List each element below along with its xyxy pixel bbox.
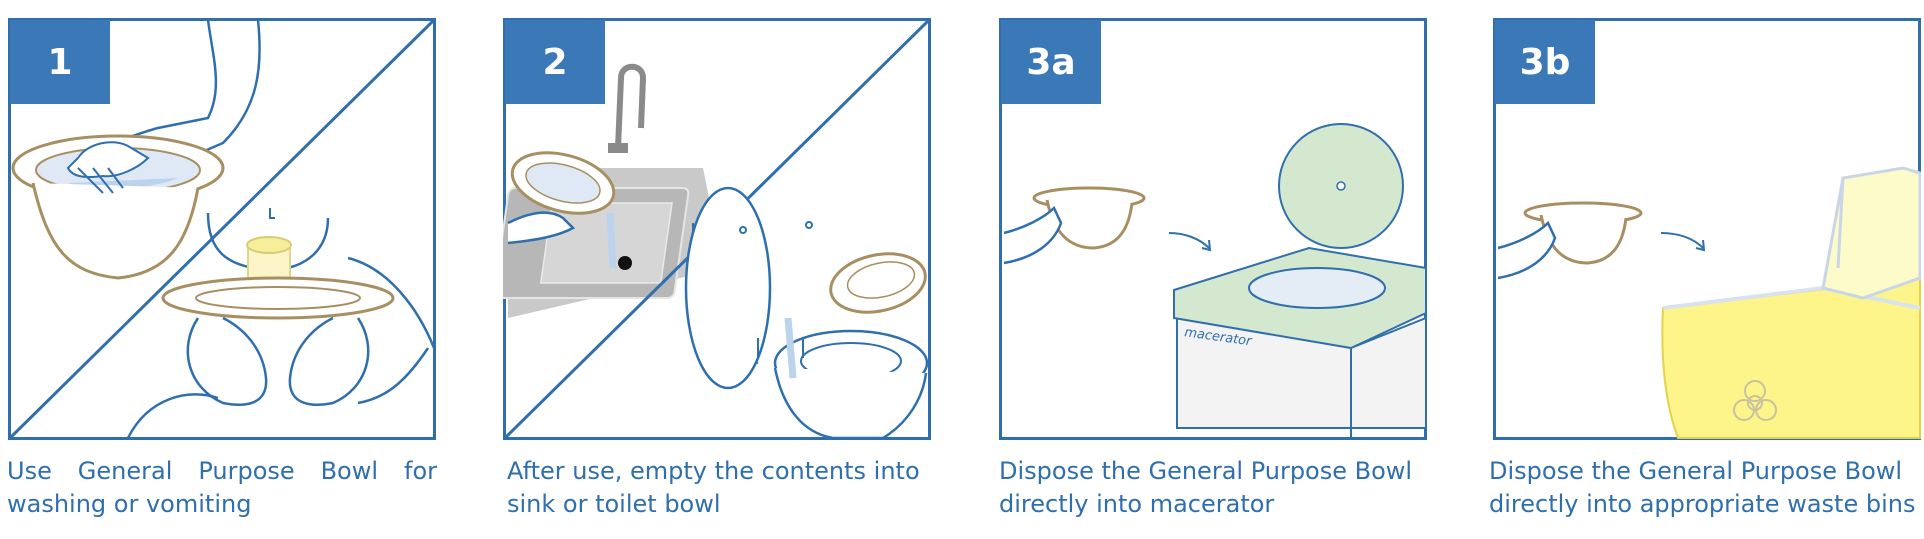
- step-2-badge: 2: [505, 20, 605, 104]
- bowl-icon: [11, 134, 225, 280]
- step-3a-caption-line2: directly into macerator: [999, 490, 1275, 518]
- step-2-panel: 2: [503, 18, 931, 440]
- biohazard-icon: [1733, 380, 1777, 421]
- arrow-icon: [1168, 232, 1210, 249]
- step-3a-badge: 3a: [1001, 20, 1101, 104]
- step-2-caption: After use, empty the contents into sink …: [507, 455, 937, 521]
- step-1-badge: 1: [10, 20, 110, 104]
- step-3b-badge: 3b: [1495, 20, 1595, 104]
- step-1-caption: Use General Purpose Bowl for washing or …: [7, 455, 437, 521]
- step-3a-panel: macerator 3a: [999, 18, 1427, 440]
- step-1-panel: 1: [8, 18, 436, 440]
- step-3a-caption-line1: Dispose the General Purpose Bowl: [999, 457, 1413, 485]
- step-3b-caption: Dispose the General Purpose Bowl directl…: [1489, 455, 1919, 521]
- arrow-icon: [1660, 232, 1704, 249]
- step-1-illustration: [8, 18, 436, 440]
- step-3b-caption-line2: directly into appropriate waste bins: [1489, 490, 1916, 518]
- step-1-caption-line1: Use General Purpose Bowl for: [7, 457, 437, 485]
- hands-icon: [66, 141, 150, 194]
- step-1-caption-line2: washing or vomiting: [7, 490, 252, 518]
- step-3b-caption-line1: Dispose the General Purpose Bowl: [1489, 457, 1903, 485]
- toilet-icon: [684, 186, 929, 440]
- step-3a-caption: Dispose the General Purpose Bowl directl…: [999, 455, 1429, 521]
- step-2-caption-line2: sink or toilet bowl: [507, 490, 721, 518]
- step-2-caption-line1: After use, empty the contents into: [507, 457, 920, 485]
- step-3b-panel: 3b: [1493, 18, 1921, 440]
